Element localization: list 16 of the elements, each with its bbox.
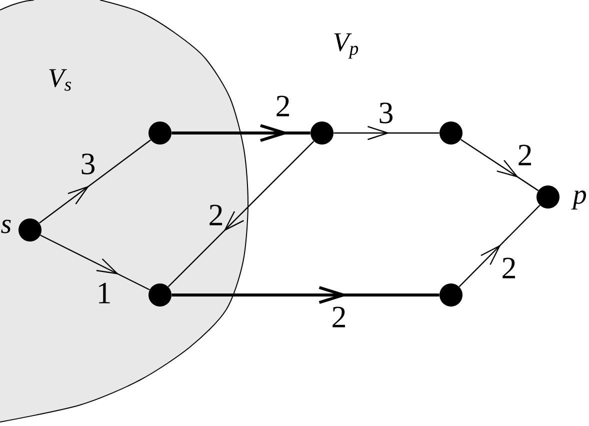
graph-vertex <box>148 284 172 306</box>
edge-label: 2 <box>518 144 532 166</box>
edge-label: 2 <box>276 96 290 116</box>
edge-label: 3 <box>82 154 95 174</box>
graph-vertex <box>440 284 462 306</box>
graph-vertex <box>440 122 462 144</box>
edge-label: 2 <box>332 306 346 328</box>
edge-label: 3 <box>380 102 393 124</box>
node-label: p <box>571 190 586 210</box>
graph-vertex <box>148 122 172 144</box>
edge-label: 2 <box>502 258 516 278</box>
edge-label: 2 <box>210 204 222 226</box>
edge-label: 1 <box>99 282 110 304</box>
node-label: s <box>1 220 11 234</box>
region-label: V$_{p}$ <box>334 33 358 59</box>
graph-vertex <box>310 122 334 144</box>
